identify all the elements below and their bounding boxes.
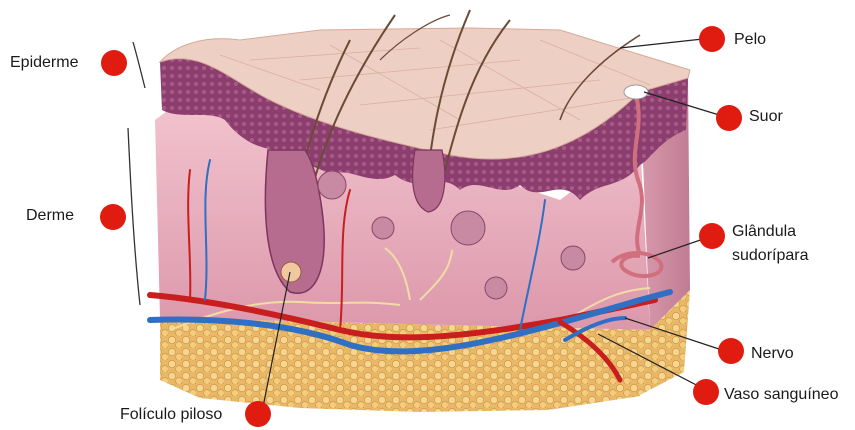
label-glandula-sudoripara: Glândula sudorípara: [732, 222, 809, 265]
label-epiderme: Epiderme: [10, 53, 78, 72]
marker-dot-foliculo[interactable]: [245, 401, 271, 427]
marker-dot-pelo[interactable]: [699, 26, 725, 52]
label-nervo: Nervo: [751, 344, 794, 363]
label-pelo: Pelo: [734, 30, 766, 49]
layer-brackets: [128, 42, 145, 305]
label-vaso-sanguineo: Vaso sanguíneo: [724, 385, 838, 404]
label-foliculo-piloso: Folículo piloso: [120, 405, 222, 424]
marker-dot-nervo[interactable]: [718, 338, 744, 364]
marker-dot-suor[interactable]: [716, 105, 742, 131]
marker-dot-vaso[interactable]: [693, 379, 719, 405]
marker-dot-epiderme[interactable]: [101, 50, 127, 76]
label-suor: Suor: [749, 107, 783, 126]
label-derme: Derme: [26, 206, 74, 225]
label-glandula-line2: sudorípara: [732, 246, 809, 265]
marker-dot-derme[interactable]: [100, 204, 126, 230]
marker-dot-glandula[interactable]: [699, 223, 725, 249]
label-glandula-line1: Glândula: [732, 222, 809, 241]
